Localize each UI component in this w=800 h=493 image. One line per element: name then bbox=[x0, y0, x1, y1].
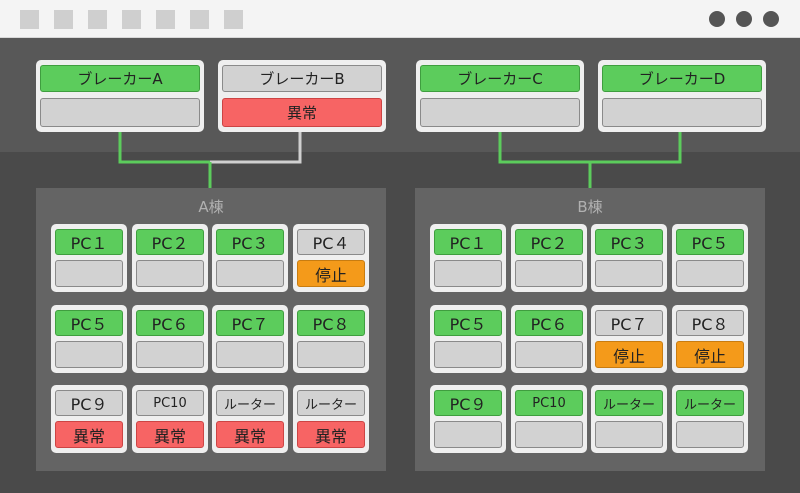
device-card[interactable]: PC６ bbox=[511, 305, 587, 373]
device-card[interactable]: PC６ bbox=[132, 305, 208, 373]
device-label: PC８ bbox=[676, 310, 744, 336]
building-title: B棟 bbox=[577, 198, 603, 216]
device-label: PC１ bbox=[55, 229, 123, 255]
breaker-label: ブレーカーB bbox=[222, 65, 382, 92]
toolbar-square-icon bbox=[54, 10, 73, 29]
device-label: PC６ bbox=[515, 310, 583, 336]
device-card[interactable]: ルーター異常 bbox=[293, 385, 369, 453]
device-status bbox=[136, 260, 204, 287]
toolbar-square-icon bbox=[88, 10, 107, 29]
device-label: PC６ bbox=[136, 310, 204, 336]
device-card[interactable]: PC８ 停止 bbox=[672, 305, 748, 373]
device-status bbox=[136, 341, 204, 368]
breaker-label: ブレーカーD bbox=[602, 65, 762, 92]
device-label: PC１ bbox=[434, 229, 502, 255]
device-status: 停止 bbox=[595, 341, 663, 368]
device-status bbox=[297, 341, 365, 368]
device-status bbox=[515, 341, 583, 368]
device-status bbox=[434, 421, 502, 448]
breaker-status bbox=[40, 98, 200, 127]
toolbar-square-icon bbox=[122, 10, 141, 29]
device-status: 異常 bbox=[55, 421, 123, 448]
breaker-label: ブレーカーA bbox=[40, 65, 200, 92]
device-label: ルーター bbox=[595, 390, 663, 416]
device-label: PC２ bbox=[136, 229, 204, 255]
device-card[interactable]: PC９ 異常 bbox=[51, 385, 127, 453]
breaker-status bbox=[420, 98, 580, 127]
device-label: PC10 bbox=[136, 390, 204, 416]
device-status bbox=[515, 260, 583, 287]
device-label: PC５ bbox=[676, 229, 744, 255]
device-status bbox=[216, 341, 284, 368]
breaker-status bbox=[602, 98, 762, 127]
device-card[interactable]: PC４ 停止 bbox=[293, 224, 369, 292]
device-card[interactable]: PC５ bbox=[672, 224, 748, 292]
device-status bbox=[434, 341, 502, 368]
device-label: PC３ bbox=[595, 229, 663, 255]
breaker-card[interactable]: ブレーカーD bbox=[598, 60, 766, 132]
breaker-card[interactable]: ブレーカーA bbox=[36, 60, 204, 132]
toolbar-square-icon bbox=[224, 10, 243, 29]
device-status bbox=[595, 421, 663, 448]
window-control-dot-icon[interactable] bbox=[709, 11, 725, 27]
device-status bbox=[515, 421, 583, 448]
device-card[interactable]: PC８ bbox=[293, 305, 369, 373]
device-status bbox=[595, 260, 663, 287]
device-label: PC８ bbox=[297, 310, 365, 336]
device-label: PC４ bbox=[297, 229, 365, 255]
device-status: 異常 bbox=[136, 421, 204, 448]
breaker-card[interactable]: ブレーカーC bbox=[416, 60, 584, 132]
building-title: A棟 bbox=[198, 198, 224, 216]
device-status bbox=[676, 421, 744, 448]
device-card[interactable]: PC１ bbox=[51, 224, 127, 292]
device-card[interactable]: PC５ bbox=[430, 305, 506, 373]
device-status bbox=[434, 260, 502, 287]
device-status bbox=[676, 260, 744, 287]
device-status bbox=[216, 260, 284, 287]
window-control-dot-icon[interactable] bbox=[763, 11, 779, 27]
device-card[interactable]: ルーター異常 bbox=[212, 385, 288, 453]
device-card[interactable]: PC７ bbox=[212, 305, 288, 373]
device-card[interactable]: PC１ bbox=[430, 224, 506, 292]
device-status: 異常 bbox=[216, 421, 284, 448]
toolbar-square-icon bbox=[190, 10, 209, 29]
device-card[interactable]: PC９ bbox=[430, 385, 506, 453]
device-label: PC５ bbox=[55, 310, 123, 336]
breaker-label: ブレーカーC bbox=[420, 65, 580, 92]
device-label: PC９ bbox=[434, 390, 502, 416]
device-label: PC２ bbox=[515, 229, 583, 255]
device-card[interactable]: PC10 bbox=[511, 385, 587, 453]
device-card[interactable]: PC３ bbox=[212, 224, 288, 292]
device-status: 異常 bbox=[297, 421, 365, 448]
device-card[interactable]: PC５ bbox=[51, 305, 127, 373]
toolbar-square-icon bbox=[20, 10, 39, 29]
device-label: PC７ bbox=[595, 310, 663, 336]
window-titlebar bbox=[0, 0, 800, 38]
device-status: 停止 bbox=[297, 260, 365, 287]
device-card[interactable]: ルーター bbox=[591, 385, 667, 453]
device-card[interactable]: PC７ 停止 bbox=[591, 305, 667, 373]
device-label: ルーター bbox=[216, 390, 284, 416]
device-card[interactable]: PC２ bbox=[511, 224, 587, 292]
device-label: PC５ bbox=[434, 310, 502, 336]
device-label: ルーター bbox=[297, 390, 365, 416]
breaker-card[interactable]: ブレーカーB 異常 bbox=[218, 60, 386, 132]
device-status bbox=[55, 260, 123, 287]
device-card[interactable]: PC３ bbox=[591, 224, 667, 292]
device-status: 停止 bbox=[676, 341, 744, 368]
device-label: PC10 bbox=[515, 390, 583, 416]
device-label: ルーター bbox=[676, 390, 744, 416]
device-card[interactable]: PC10 異常 bbox=[132, 385, 208, 453]
device-label: PC９ bbox=[55, 390, 123, 416]
toolbar-square-icon bbox=[156, 10, 175, 29]
device-status bbox=[55, 341, 123, 368]
device-card[interactable]: PC２ bbox=[132, 224, 208, 292]
window-control-dot-icon[interactable] bbox=[736, 11, 752, 27]
breaker-status: 異常 bbox=[222, 98, 382, 127]
device-card[interactable]: ルーター bbox=[672, 385, 748, 453]
device-label: PC３ bbox=[216, 229, 284, 255]
device-label: PC７ bbox=[216, 310, 284, 336]
